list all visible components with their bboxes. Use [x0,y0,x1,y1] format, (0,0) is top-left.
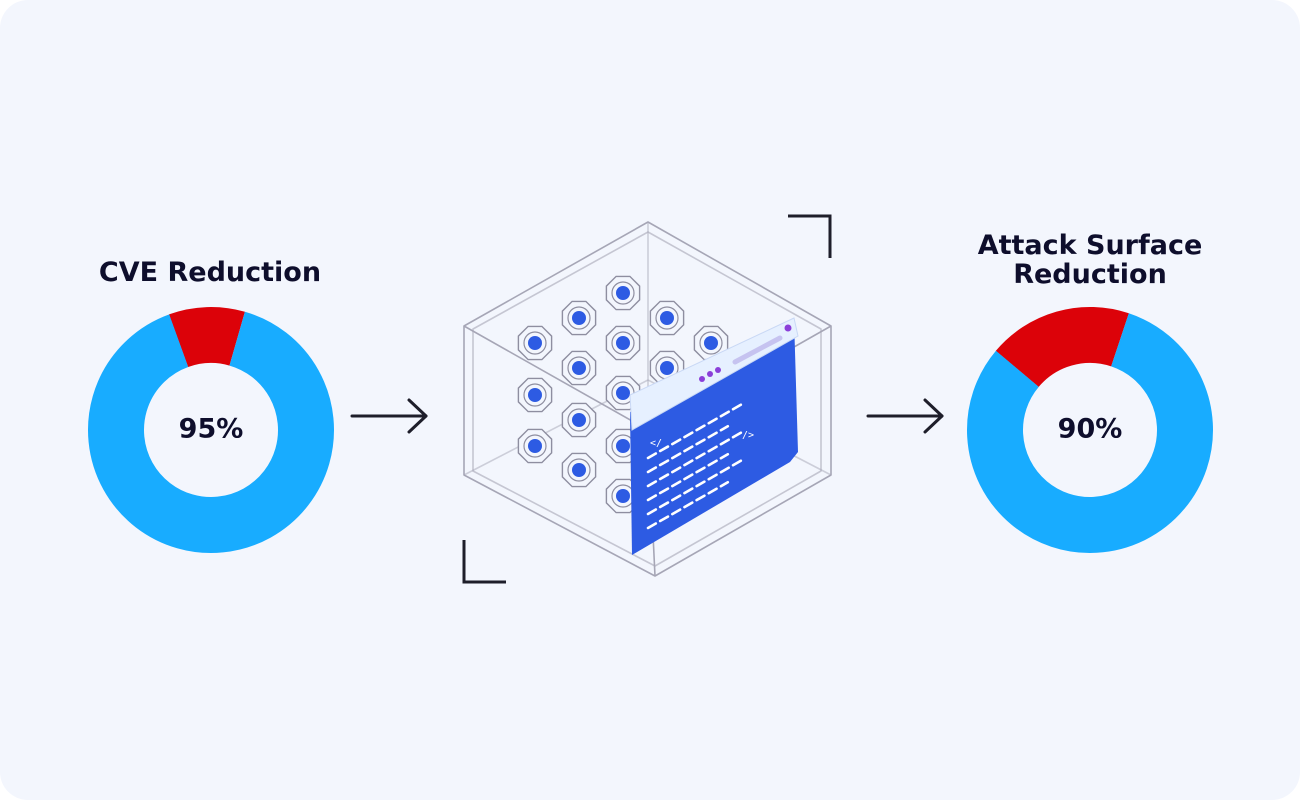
container-node [561,300,597,336]
svg-text:/>: /> [742,430,754,441]
container-node [693,325,729,361]
svg-text:</: </ [650,438,662,449]
cve-chart-title: CVE Reduction [98,257,322,288]
code-line [646,452,730,502]
attack-surface-title-line-2: Reduction [1013,259,1167,290]
arrow-right-icon [350,398,428,434]
attack-surface-donut-chart [967,307,1213,553]
code-line [646,430,744,488]
code-line [646,402,744,460]
cve-center-label: 95% [179,414,244,445]
attack-surface-center-label: 90% [1058,414,1123,445]
container-node [561,452,597,488]
container-node [605,325,641,361]
container-node [649,300,685,336]
corner-bracket-icon [462,540,506,584]
donut-slice-primary [967,307,1213,553]
arrow-right-icon [866,398,944,434]
cve-donut-chart [88,306,334,553]
container-node [561,402,597,438]
container-node [561,350,597,386]
code-line [646,424,730,474]
container-node [517,325,553,361]
donut-slice-primary [88,306,334,553]
code-line [646,458,744,516]
container-node [517,377,553,413]
code-window-icon: </ /> [629,317,799,555]
attack-surface-chart-title: Attack Surface Reduction [940,231,1240,289]
code-line [646,480,730,530]
container-node [605,275,641,311]
corner-bracket-icon [788,214,832,258]
attack-surface-title-line-1: Attack Surface [977,230,1203,261]
container-node [517,428,553,464]
